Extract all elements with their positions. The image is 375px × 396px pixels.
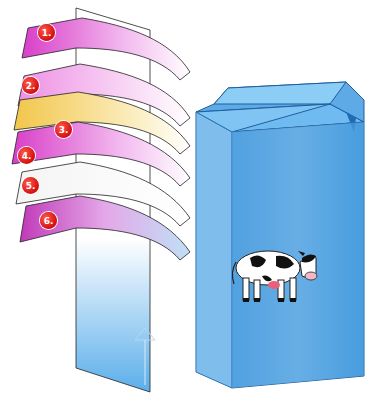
cow-picture	[232, 251, 317, 302]
callout-number: 3.	[55, 121, 72, 138]
callout-number: 4.	[18, 147, 35, 164]
callout-number: 2.	[22, 77, 39, 94]
callout-number: 6.	[40, 212, 57, 229]
callout-number: 1.	[38, 24, 55, 41]
callout-number: 5.	[22, 177, 39, 194]
